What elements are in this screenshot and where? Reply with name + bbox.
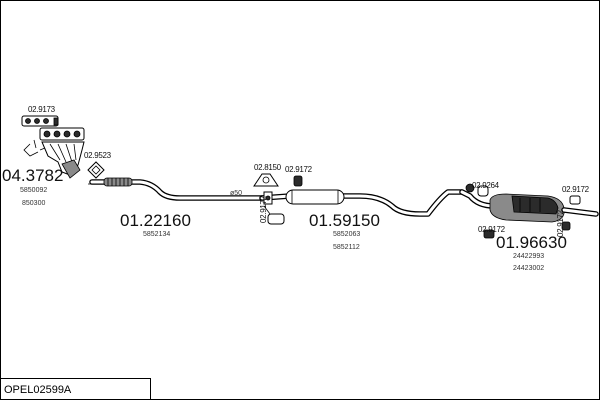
fitting-label: 02.8150: [254, 163, 282, 172]
gasket-ring-part: [87, 161, 105, 179]
manifold-flange-part: [39, 127, 85, 141]
fitting-label: 02.9264: [472, 181, 500, 190]
rear-silencer-part: [459, 189, 599, 223]
assembly-ref: 5852112: [333, 244, 360, 251]
exhaust-manifold-part: [39, 141, 85, 179]
assembly-code: 01.22160: [120, 211, 191, 230]
clamp-9172-d-part: [569, 195, 581, 205]
fitting-label: 02.9172: [562, 185, 590, 194]
fitting-label: 02.9172: [478, 225, 506, 234]
clamp-9172-a-part: [293, 175, 303, 187]
pipe-size-label: ø50: [230, 190, 242, 197]
assembly-ref: 850300: [22, 200, 45, 207]
clamp-9172-e-part: [561, 221, 571, 231]
manifold-bracket-part: [23, 139, 39, 157]
manifold-gasket-part: [21, 115, 59, 127]
assembly-code: 01.59150: [309, 211, 380, 230]
clamp-9172-b-part: [263, 205, 285, 225]
assembly-ref: 5850092: [20, 187, 47, 194]
diagram-title: OPEL02599A: [4, 384, 72, 396]
assembly-code: 04.3782: [2, 166, 63, 185]
front-pipe-part: [89, 177, 265, 201]
fitting-label: 02.9172: [259, 195, 268, 223]
assembly-code: 01.96630: [496, 233, 567, 252]
fitting-label: 02.9173: [28, 105, 56, 114]
assembly-ref: 5852063: [333, 231, 360, 238]
assembly-ref: 24423002: [513, 265, 544, 272]
assembly-ref: 24422993: [513, 253, 544, 260]
clamp-9172-c-part: [483, 229, 495, 239]
clamp-9264-part: [465, 183, 489, 197]
hanger-8150-part: [253, 173, 279, 187]
fitting-label: 02.9172: [556, 209, 565, 237]
fitting-label: 02.9172: [285, 165, 313, 174]
middle-pipe-part: [259, 189, 465, 217]
assembly-ref: 5852134: [143, 231, 170, 238]
fitting-label: 02.9523: [84, 151, 112, 160]
